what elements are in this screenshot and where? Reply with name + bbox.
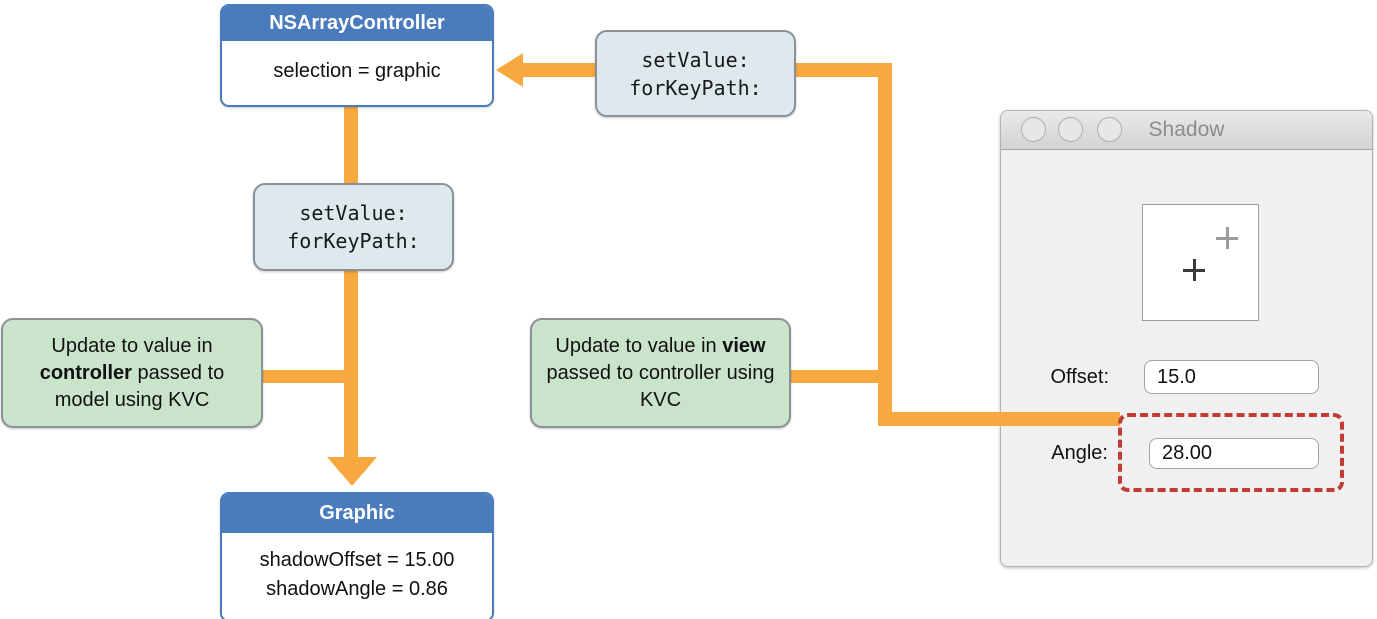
flow-connector-left-note — [260, 370, 351, 383]
crosshair-offset-icon — [1183, 259, 1205, 281]
arrowhead-down-icon — [327, 457, 377, 486]
flow-line-view-to-controller-vertical — [878, 63, 892, 426]
flow-line-controller-to-model — [344, 100, 358, 458]
note-text-pre: Update to value in — [51, 334, 213, 357]
minimize-button[interactable] — [1058, 117, 1083, 142]
note-text-bold: controller — [39, 361, 132, 384]
kvc-call-line1: setValue: — [641, 47, 750, 72]
zoom-button[interactable] — [1097, 117, 1122, 142]
arrowhead-left-icon — [496, 53, 523, 87]
window-title: Shadow — [1148, 118, 1225, 141]
kvc-call-line2: forKeyPath: — [629, 75, 762, 100]
nsarraycontroller-body: selection = graphic — [222, 41, 492, 101]
window-titlebar[interactable]: Shadow — [1001, 111, 1372, 150]
flow-connector-middle-note — [788, 370, 884, 383]
nsarraycontroller-node: NSArrayController selection = graphic — [220, 4, 494, 107]
graphic-shadow-angle: shadowAngle = 0.86 — [266, 577, 448, 600]
note-text-pre: Update to value in — [555, 334, 723, 357]
note-text-bold: view — [722, 334, 766, 357]
offset-field-label: Offset: — [1050, 366, 1109, 388]
shadow-inspector-window: Shadow Offset: Angle: — [1000, 110, 1373, 567]
note-text-post: passed to controller using KVC — [546, 361, 775, 411]
shadow-offset-preview[interactable] — [1142, 204, 1259, 321]
angle-field-highlight — [1118, 413, 1344, 492]
nsarraycontroller-title: NSArrayController — [222, 6, 492, 41]
offset-input[interactable] — [1144, 360, 1319, 394]
note-text-post: passed to model using KVC — [54, 361, 225, 411]
crosshair-origin-icon — [1216, 227, 1238, 249]
close-button[interactable] — [1021, 117, 1046, 142]
kvc-call-line2: forKeyPath: — [287, 229, 420, 253]
graphic-model-node: Graphic shadowOffset = 15.00 shadowAngle… — [220, 492, 494, 619]
flow-line-from-angle-field — [878, 412, 1120, 426]
angle-field-label: Angle: — [1051, 442, 1108, 464]
kvc-call-box-view: setValue: forKeyPath: — [595, 30, 796, 117]
note-controller-to-model: Update to value in controller passed to … — [1, 318, 263, 428]
kvc-call-line1: setValue: — [299, 201, 408, 225]
note-view-to-controller: Update to value in view passed to contro… — [530, 318, 791, 428]
angle-input[interactable] — [1149, 438, 1319, 469]
graphic-title: Graphic — [222, 494, 492, 533]
kvc-call-box-controller: setValue: forKeyPath: — [253, 183, 454, 271]
graphic-shadow-offset: shadowOffset = 15.00 — [259, 548, 455, 571]
